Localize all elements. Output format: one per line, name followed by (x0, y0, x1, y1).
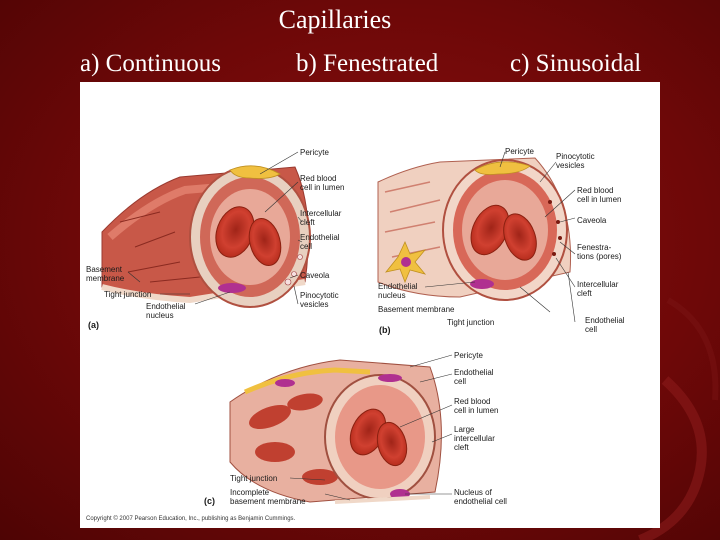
label-a-rbc-2: cell in lumen (300, 183, 344, 192)
subtitle-sinusoidal: c) Sinusoidal (510, 50, 642, 77)
label-b-endo-2: cell (585, 325, 597, 334)
panel-c-leaders (289, 354, 453, 501)
label-a-nucleus-1: Endothelial (146, 302, 186, 311)
continuous-capillary-illustration (101, 165, 311, 308)
label-b-rbc-2: cell in lumen (577, 195, 621, 204)
label-b-nucleus-1: Endothelial (378, 282, 418, 291)
label-b-fen-1: Fenestra- (577, 243, 612, 252)
label-b-endo-1: Endothelial (585, 316, 625, 325)
label-b-pino-1: Pinocytotic (556, 152, 595, 161)
fenestrated-capillary-illustration (377, 157, 572, 301)
panel-a-leaders (127, 151, 303, 305)
label-a-cleft-2: cleft (300, 218, 315, 227)
label-b-cleft-1: Intercellular (577, 280, 619, 289)
copyright-notice: Copyright © 2007 Pearson Education, Inc.… (86, 515, 296, 522)
label-b-rbc-1: Red blood (577, 186, 613, 195)
label-a-rbc-1: Red blood (300, 174, 336, 183)
subtitle-fenestrated: b) Fenestrated (296, 50, 439, 77)
label-c-tight-junction: Tight junction (230, 474, 277, 483)
label-c-pericyte: Pericyte (454, 351, 483, 360)
label-b-basement: Basement membrane (378, 305, 455, 314)
label-a-pino-2: vesicles (300, 300, 328, 309)
sinusoidal-capillary-illustration (229, 359, 442, 504)
label-b-nucleus-2: nucleus (378, 291, 406, 300)
label-c-large-1: Large (454, 425, 475, 434)
label-a-endo-2: cell (300, 242, 312, 251)
label-c-endo-2: cell (454, 377, 466, 386)
label-b-pericyte: Pericyte (505, 147, 534, 156)
label-c-rbc-1: Red blood (454, 397, 490, 406)
label-c-incomplete-2: basement membrane (230, 497, 306, 506)
panel-b-tag: (b) (379, 325, 391, 335)
label-a-pino-1: Pinocytotic (300, 291, 339, 300)
label-c-large-2: intercellular (454, 434, 495, 443)
diagram-panel: Pericyte Red blood cell in lumen Interce… (80, 82, 660, 528)
label-b-fen-2: tions (pores) (577, 252, 622, 261)
label-c-large-3: cleft (454, 443, 469, 452)
subtitle-continuous: a) Continuous (80, 50, 221, 77)
label-c-incomplete-1: Incomplete (230, 488, 270, 497)
label-c-endo-1: Endothelial (454, 368, 494, 377)
subtitle-row: a) Continuous b) Fenestrated c) Sinusoid… (0, 48, 720, 82)
label-a-cleft-1: Intercellular (300, 209, 342, 218)
capillary-diagram: Pericyte Red blood cell in lumen Interce… (86, 147, 625, 522)
slide-title: Capillaries (278, 5, 392, 34)
label-b-caveola: Caveola (577, 216, 607, 225)
label-b-pino-2: vesicles (556, 161, 584, 170)
label-a-tight-junction: Tight junction (104, 290, 151, 299)
label-a-basement-1: Basement (86, 265, 123, 274)
label-a-nucleus-2: nucleus (146, 311, 174, 320)
label-b-cleft-2: cleft (577, 289, 592, 298)
label-a-basement-2: membrane (86, 274, 125, 283)
label-a-pericyte: Pericyte (300, 148, 329, 157)
label-a-caveola: Caveola (300, 271, 330, 280)
label-a-endo-1: Endothelial (300, 233, 340, 242)
panel-a-tag: (a) (88, 320, 99, 330)
label-b-tight-junction: Tight junction (447, 318, 494, 327)
panel-b-leaders (424, 151, 576, 323)
panel-c-tag: (c) (204, 496, 215, 506)
label-c-nucleus-2: endothelial cell (454, 497, 507, 506)
label-c-rbc-2: cell in lumen (454, 406, 498, 415)
label-c-nucleus-1: Nucleus of (454, 488, 493, 497)
